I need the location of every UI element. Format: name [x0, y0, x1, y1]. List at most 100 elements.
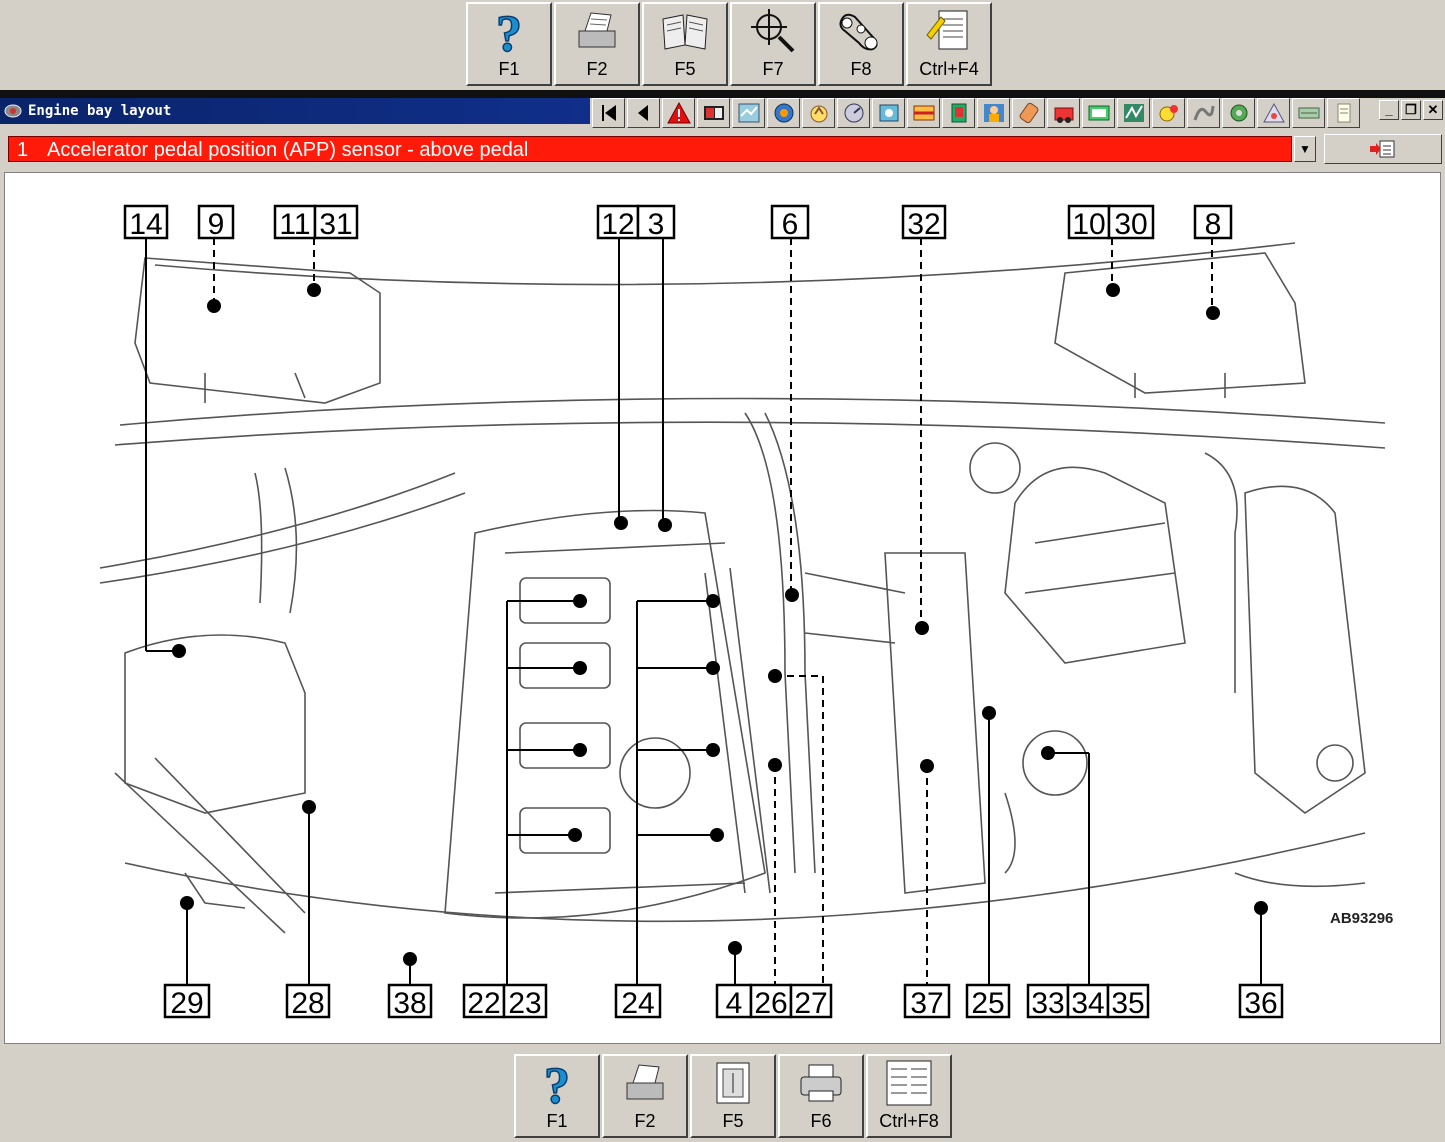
bottom-f2-print-button[interactable]: F2 — [602, 1054, 688, 1138]
bottom-callout-38[interactable]: 38 — [393, 987, 426, 1020]
bottom-callout-24[interactable]: 24 — [621, 987, 654, 1020]
window-title: Engine bay layout — [28, 103, 171, 119]
body-button[interactable] — [1047, 98, 1080, 128]
bottom-callout-23[interactable]: 23 — [508, 987, 541, 1020]
component-location-dot[interactable] — [728, 941, 742, 955]
component-location-dot[interactable] — [658, 518, 672, 532]
f2-print-button[interactable]: F2 — [554, 2, 640, 86]
dropdown-arrow-button[interactable]: ▼ — [1294, 136, 1316, 162]
top-callout-31[interactable]: 31 — [319, 208, 352, 241]
wiring-button[interactable] — [1117, 98, 1150, 128]
fault-code-button[interactable] — [1152, 98, 1185, 128]
data-button[interactable] — [1292, 98, 1325, 128]
component-location-dot[interactable] — [403, 952, 417, 966]
component-location-dot[interactable] — [920, 759, 934, 773]
component-location-dot[interactable] — [1041, 746, 1055, 760]
top-callout-3[interactable]: 3 — [648, 208, 665, 241]
component-location-dot[interactable] — [706, 743, 720, 757]
bottom-callout-26[interactable]: 26 — [754, 987, 787, 1020]
specification-button[interactable] — [697, 98, 730, 128]
bottom-callout-4[interactable]: 4 — [726, 987, 743, 1020]
ignition-button[interactable] — [802, 98, 835, 128]
document-button[interactable] — [1327, 98, 1360, 128]
f7-locator-button[interactable]: F7 — [730, 2, 816, 86]
technician-button[interactable] — [977, 98, 1010, 128]
component-button[interactable] — [1222, 98, 1255, 128]
warning-button[interactable] — [662, 98, 695, 128]
component-location-dot[interactable] — [785, 588, 799, 602]
component-location-dot[interactable] — [706, 594, 720, 608]
component-location-dot[interactable] — [172, 644, 186, 658]
component-location-dot[interactable] — [302, 800, 316, 814]
component-location-dot[interactable] — [706, 661, 720, 675]
bottom-callout-36[interactable]: 36 — [1244, 987, 1277, 1020]
first-record-button[interactable] — [592, 98, 625, 128]
specification-icon — [702, 102, 726, 124]
component-location-dot[interactable] — [614, 516, 628, 530]
top-callout-6[interactable]: 6 — [782, 208, 799, 241]
printer-icon — [795, 1057, 847, 1109]
component-location-dot[interactable] — [1254, 901, 1268, 915]
top-callout-10[interactable]: 10 — [1072, 208, 1105, 241]
alert-button[interactable] — [1257, 98, 1290, 128]
service-button[interactable] — [907, 98, 940, 128]
bottom-callout-22[interactable]: 22 — [467, 987, 500, 1020]
component-location-dot[interactable] — [573, 661, 587, 675]
component-icon — [1227, 102, 1251, 124]
bottom-callout-35[interactable]: 35 — [1111, 987, 1144, 1020]
top-callout-30[interactable]: 30 — [1114, 208, 1147, 241]
diagnosis-button[interactable] — [732, 98, 765, 128]
component-number: 1 — [17, 137, 47, 163]
electrical-button[interactable] — [1082, 98, 1115, 128]
component-location-dot[interactable] — [768, 758, 782, 772]
bottom-f1-help-button[interactable]: ? F1 — [514, 1054, 600, 1138]
component-location-dot[interactable] — [307, 283, 321, 297]
bottom-callout-37[interactable]: 37 — [910, 987, 943, 1020]
top-callout-12[interactable]: 12 — [601, 208, 634, 241]
component-location-dot[interactable] — [710, 828, 724, 842]
top-callout-8[interactable]: 8 — [1205, 208, 1222, 241]
f8-belt-button[interactable]: F8 — [818, 2, 904, 86]
component-location-dot[interactable] — [982, 706, 996, 720]
bottom-f5-connector-button[interactable]: F5 — [690, 1054, 776, 1138]
tools-button[interactable] — [1012, 98, 1045, 128]
component-location-dot[interactable] — [1106, 283, 1120, 297]
component-dropdown[interactable]: 1Accelerator pedal position (APP) sensor… — [8, 136, 1292, 162]
bottom-callout-29[interactable]: 29 — [170, 987, 203, 1020]
body-icon — [1052, 102, 1076, 124]
gauge-button[interactable] — [837, 98, 870, 128]
component-location-dot[interactable] — [568, 828, 582, 842]
bottom-callout-28[interactable]: 28 — [291, 987, 324, 1020]
bottom-ctrl-f8-list-button[interactable]: Ctrl+F8 — [866, 1054, 952, 1138]
bottom-callout-33[interactable]: 33 — [1031, 987, 1064, 1020]
minimize-button[interactable]: _ — [1379, 100, 1399, 120]
bottom-callout-34[interactable]: 34 — [1071, 987, 1104, 1020]
top-callout-9[interactable]: 9 — [208, 208, 225, 241]
top-callout-14[interactable]: 14 — [129, 208, 162, 241]
fuel-button[interactable] — [767, 98, 800, 128]
sensor-button[interactable] — [872, 98, 905, 128]
hose-button[interactable] — [1187, 98, 1220, 128]
f1-help-button[interactable]: ? F1 — [466, 2, 552, 86]
door-button[interactable] — [942, 98, 975, 128]
component-location-dot[interactable] — [915, 621, 929, 635]
top-callout-32[interactable]: 32 — [907, 208, 940, 241]
component-location-dot[interactable] — [573, 594, 587, 608]
component-location-dot[interactable] — [1206, 306, 1220, 320]
previous-button[interactable] — [627, 98, 660, 128]
bottom-callout-27[interactable]: 27 — [794, 987, 827, 1020]
bottom-callout-25[interactable]: 25 — [971, 987, 1004, 1020]
component-location-dot[interactable] — [180, 896, 194, 910]
restore-button[interactable]: ❐ — [1401, 100, 1421, 120]
close-button[interactable]: ✕ — [1423, 100, 1443, 120]
data-icon — [1297, 102, 1321, 124]
go-to-component-button[interactable] — [1324, 134, 1442, 164]
ctrl-f4-notes-button[interactable]: Ctrl+F4 — [906, 2, 992, 86]
goto-list-icon — [1368, 139, 1398, 159]
f5-book-button[interactable]: F5 — [642, 2, 728, 86]
top-callout-11[interactable]: 11 — [279, 208, 310, 241]
component-location-dot[interactable] — [768, 669, 782, 683]
component-location-dot[interactable] — [207, 299, 221, 313]
bottom-f6-printer-button[interactable]: F6 — [778, 1054, 864, 1138]
component-location-dot[interactable] — [573, 743, 587, 757]
